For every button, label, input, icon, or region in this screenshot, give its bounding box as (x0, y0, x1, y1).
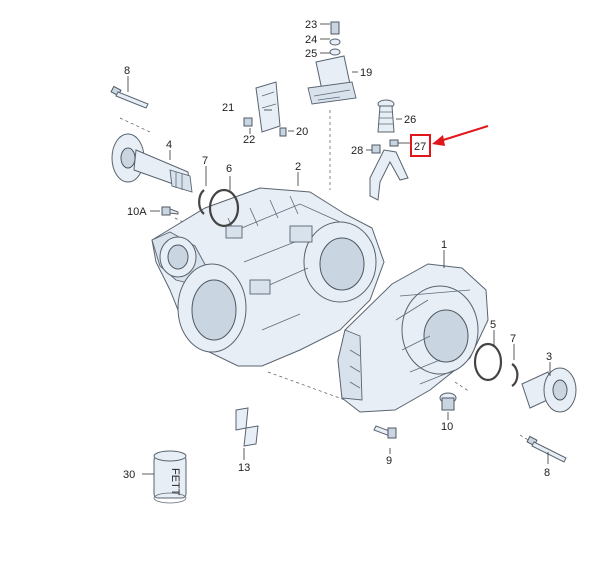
callout-8-top: 8 (124, 65, 130, 77)
pin-part-27 (389, 139, 399, 147)
callout-27: 27 (414, 141, 426, 153)
callout-7-right: 7 (510, 333, 516, 345)
output-flange-part-3 (521, 367, 577, 413)
main-housing-part-2 (151, 187, 385, 367)
bolt-part-9 (373, 425, 397, 439)
callout-28: 28 (351, 145, 363, 157)
callout-9: 9 (386, 455, 392, 467)
grease-can-label: FETT (169, 468, 181, 496)
callout-25: 25 (305, 48, 317, 60)
callout-2: 2 (295, 161, 301, 173)
plug-part-10 (439, 392, 457, 411)
callout-5: 5 (490, 319, 496, 331)
screw-part-20 (279, 127, 287, 137)
callout-10: 10 (441, 421, 453, 433)
callout-7-left: 7 (202, 155, 208, 167)
bracket-part-13 (235, 407, 259, 447)
callout-10a: 10A (127, 206, 147, 218)
screw-part-22 (243, 117, 253, 127)
screw-part-10a (161, 206, 179, 216)
callout-13: 13 (238, 462, 250, 474)
leader-lines (127, 23, 551, 475)
callout-22: 22 (243, 134, 255, 146)
flange-shaft-part-4 (111, 133, 193, 193)
callout-8-bottom: 8 (544, 467, 550, 479)
boot-part-26 (377, 99, 395, 133)
pin-part-28 (371, 144, 381, 154)
callout-27-highlight (410, 125, 489, 157)
callout-24: 24 (305, 34, 317, 46)
callout-23: 23 (305, 19, 317, 31)
callout-6: 6 (226, 163, 232, 175)
bolts-part-8 (110, 85, 567, 463)
sealing-rings (198, 188, 519, 387)
actuator-part-19 (307, 55, 357, 105)
callout-1: 1 (441, 239, 447, 251)
callout-3: 3 (546, 351, 552, 363)
grease-can-part-30 (153, 450, 187, 504)
callout-20: 20 (296, 126, 308, 138)
rear-housing-part-1 (337, 263, 489, 413)
callout-30: 30 (123, 469, 135, 481)
callout-21: 21 (222, 102, 234, 114)
shift-fork-part (369, 149, 409, 201)
callout-26: 26 (404, 114, 416, 126)
callout-4: 4 (166, 139, 172, 151)
small-parts-23-25 (329, 21, 341, 56)
bracket-part-21 (255, 81, 281, 133)
callout-19: 19 (360, 67, 372, 79)
